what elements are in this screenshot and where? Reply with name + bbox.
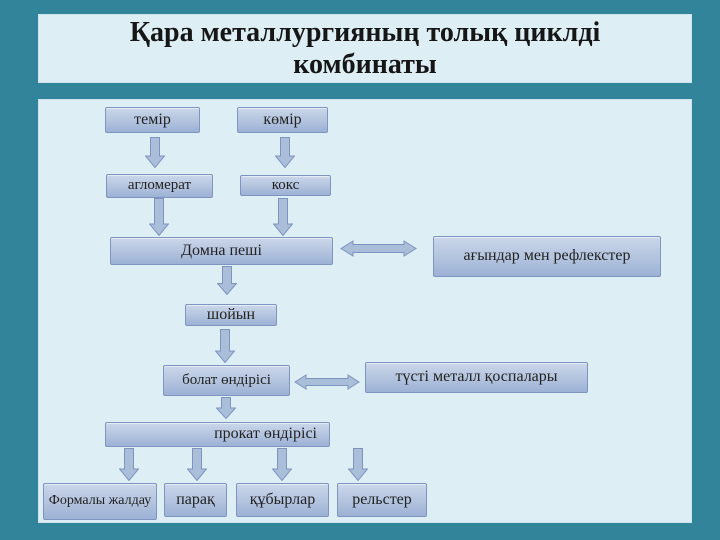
arrow-prokat-to-relster-icon (348, 448, 368, 481)
arrow-prokat-to-formaly-icon (119, 448, 139, 481)
arrow-shoiyn-to-bolat-icon (215, 329, 235, 363)
title-panel: Қара металлургияның толық циклді комбина… (38, 14, 692, 83)
node-qubyrlar: құбырлар (236, 483, 329, 517)
double-arrow-bolat-tusti-icon (294, 374, 360, 390)
slide-title: Қара металлургияның толық циклді комбина… (129, 17, 601, 80)
node-temir: темір (105, 107, 200, 133)
node-prokat-ondirisi: прокат өндірісі (105, 422, 330, 447)
node-koks: кокс (240, 175, 331, 196)
node-tusti-metall-qospalary: түсті металл қоспалары (365, 362, 588, 393)
node-relster: рельстер (337, 483, 427, 517)
node-bolat-ondirisi: болат өндірісі (163, 365, 290, 396)
arrow-prokat-to-parak-icon (187, 448, 207, 481)
node-shoiyn: шойын (185, 304, 277, 326)
arrow-bolat-to-prokat-icon (216, 397, 236, 419)
node-formaly-zhaldau: Формалы жалдау (43, 483, 157, 520)
node-aglomerat: агломерат (106, 174, 213, 198)
diagram-panel (38, 99, 692, 523)
arrow-prokat-to-qubyrlar-icon (272, 448, 292, 481)
node-parak: парақ (164, 483, 227, 517)
node-komir: көмір (237, 107, 328, 133)
arrow-domna-to-shoiyn-icon (217, 266, 237, 295)
arrow-temir-to-aglomerat-icon (145, 137, 165, 168)
node-domna-peshi: Домна пеші (110, 237, 333, 265)
node-agyndar-men-reflekster: ағындар мен рефлекстер (433, 236, 661, 277)
arrow-aglomerat-to-domna-icon (149, 198, 169, 236)
double-arrow-domna-agyndar-icon (340, 240, 417, 257)
arrow-koks-to-domna-icon (273, 198, 293, 236)
arrow-komir-to-koks-icon (275, 137, 295, 168)
